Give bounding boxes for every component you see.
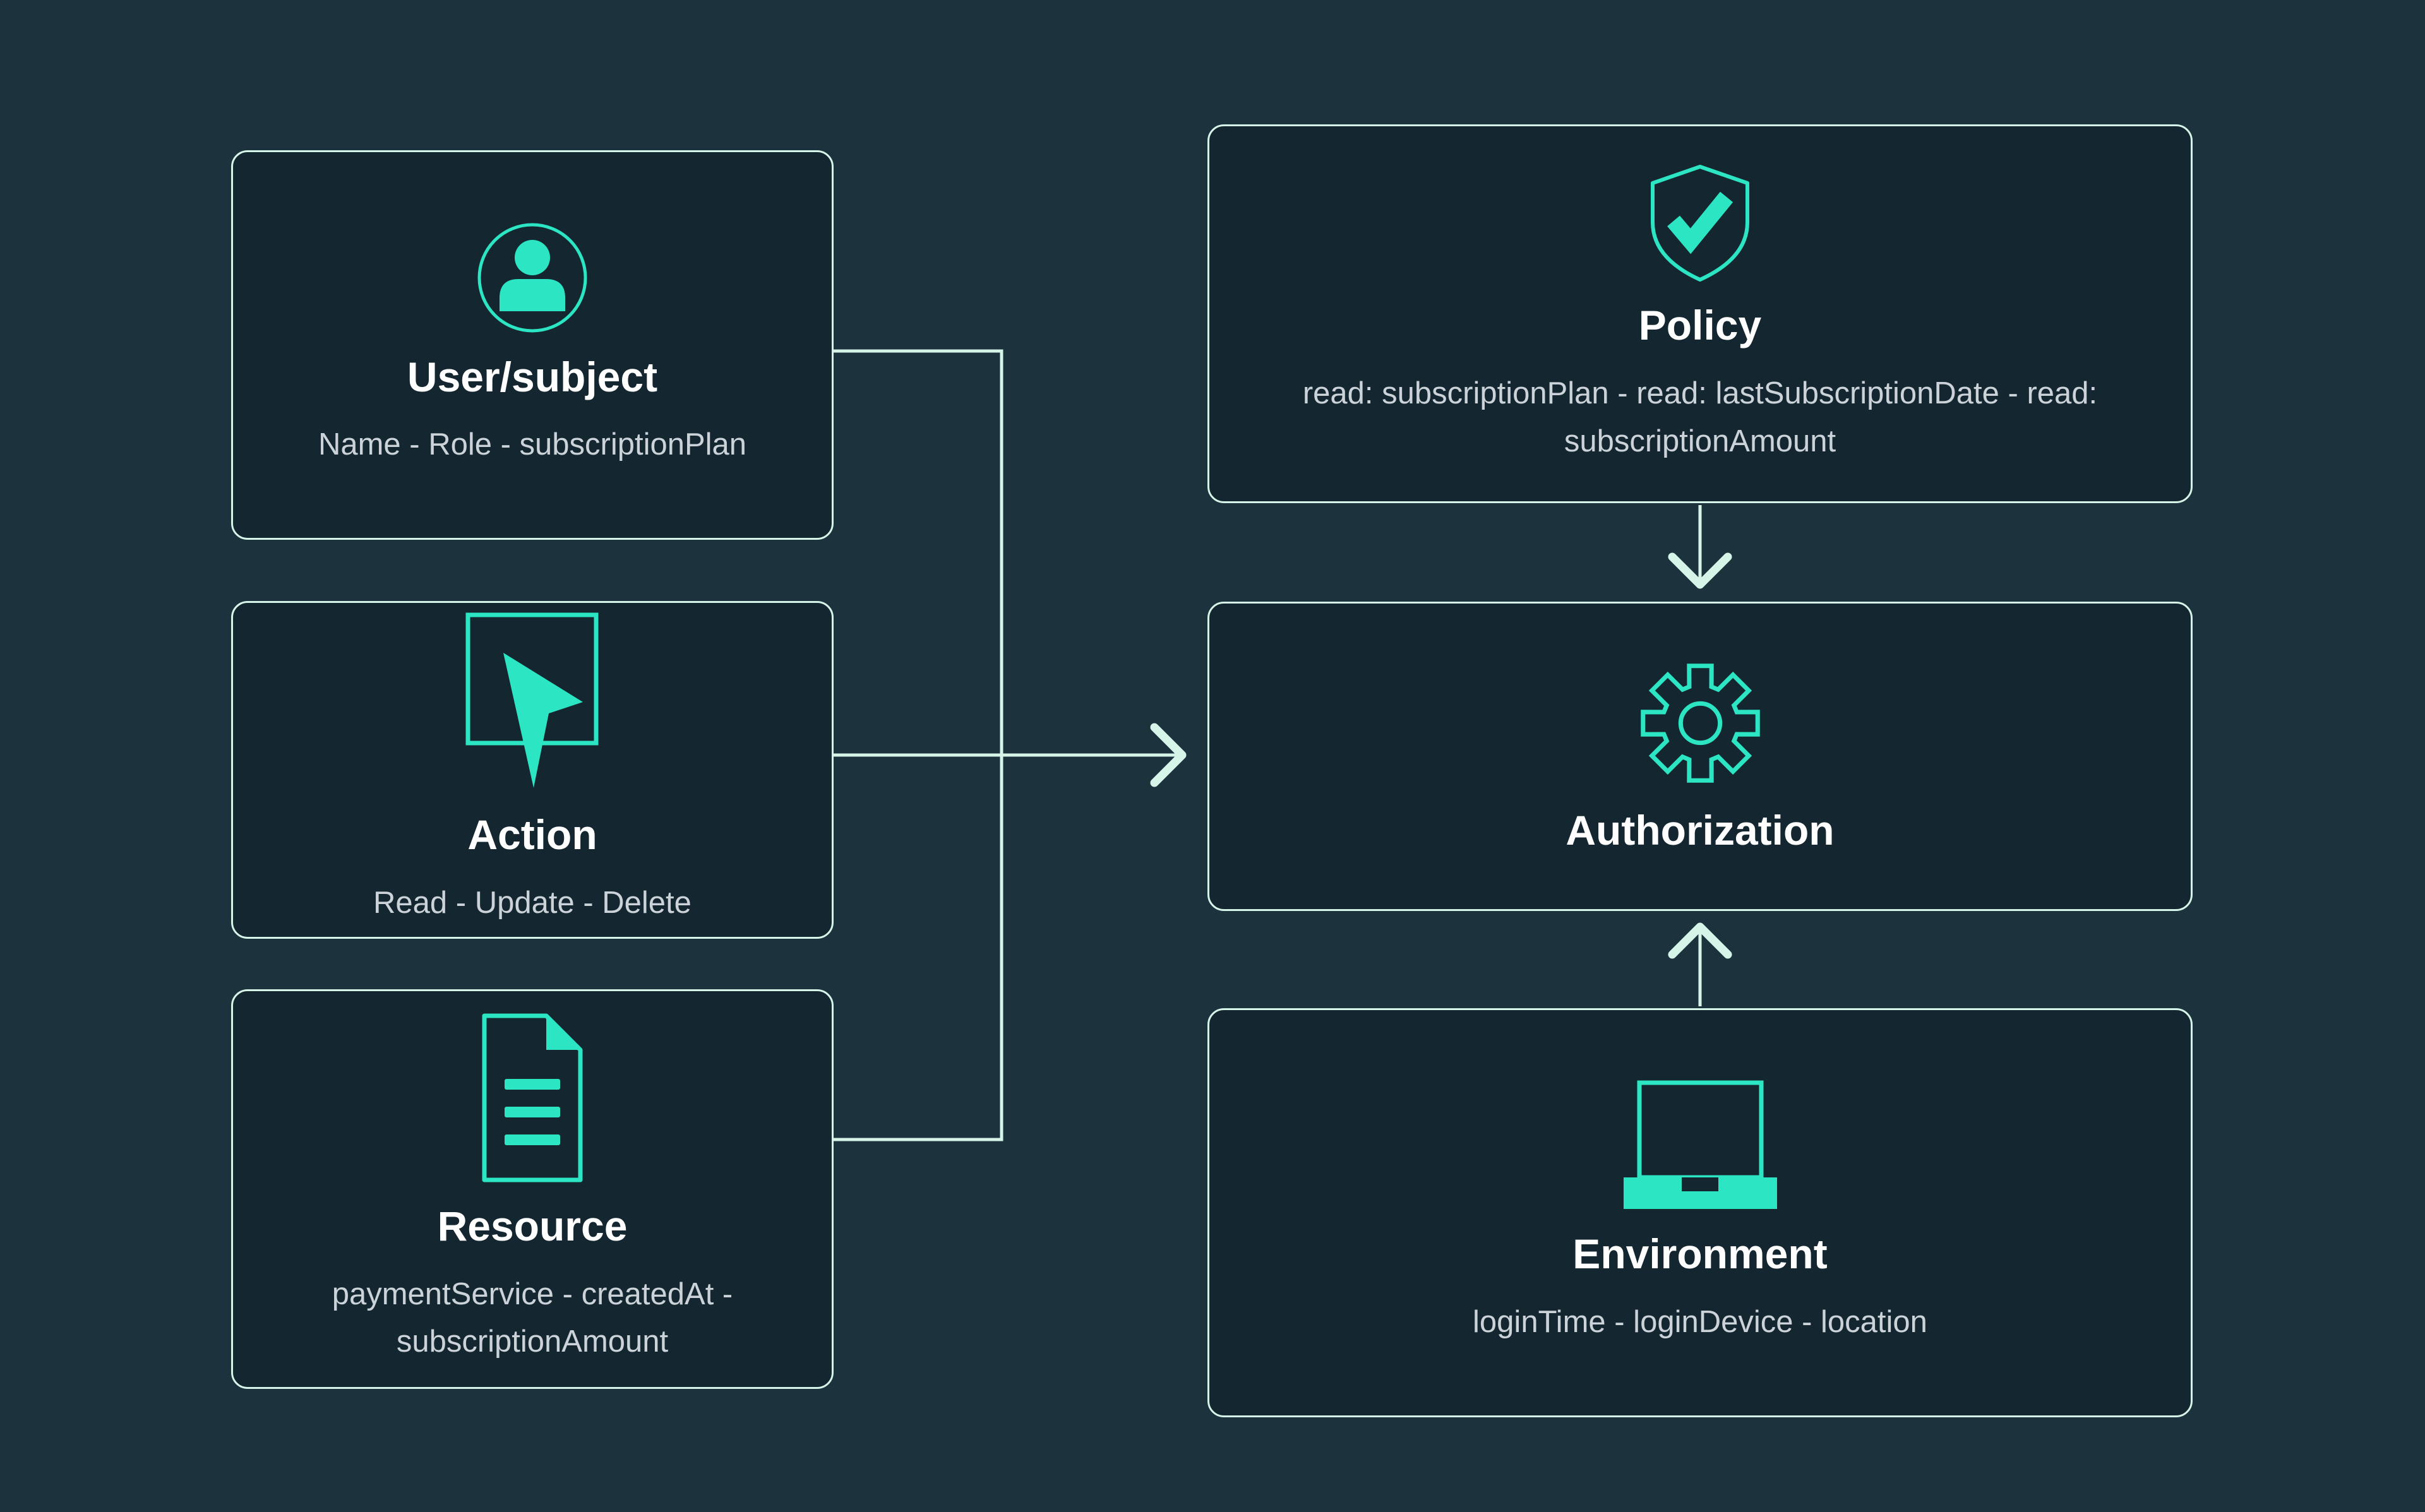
arrowhead-right-icon: [1150, 723, 1187, 787]
card-title: Action: [467, 811, 597, 859]
shield-check-icon: [1651, 165, 1749, 282]
card-title: Authorization: [1566, 806, 1835, 854]
card-attributes: Name - Role - subscriptionPlan: [318, 427, 747, 462]
document-icon: [482, 1013, 583, 1182]
card-attributes: loginTime - loginDevice - location: [1473, 1304, 1927, 1339]
card-action: Action Read - Update - Delete: [231, 601, 834, 939]
gear-icon: [1640, 663, 1760, 783]
card-attributes: paymentService - createdAt - subscriptio…: [332, 1277, 733, 1359]
arrowhead-down-icon: [1668, 552, 1732, 589]
laptop-icon: [1624, 1080, 1777, 1210]
connector-user-resource-trunk: [834, 349, 1003, 1141]
card-attributes: Read - Update - Delete: [373, 885, 692, 920]
card-title: Resource: [437, 1202, 628, 1249]
card-attributes: read: subscriptionPlan - read: lastSubsc…: [1302, 376, 2098, 458]
user-icon: [477, 223, 587, 333]
arrowhead-up-icon: [1668, 922, 1732, 959]
card-title: User/subject: [407, 353, 658, 400]
card-policy: Policy read: subscriptionPlan - read: la…: [1207, 124, 2193, 503]
cursor-icon: [465, 612, 599, 789]
card-user-subject: User/subject Name - Role - subscriptionP…: [231, 150, 834, 540]
card-environment: Environment loginTime - loginDevice - lo…: [1207, 1008, 2193, 1417]
card-authorization: Authorization: [1207, 602, 2193, 911]
card-title: Environment: [1572, 1230, 1828, 1278]
card-title: Policy: [1638, 302, 1762, 349]
card-resource: Resource paymentService - createdAt - su…: [231, 989, 834, 1389]
